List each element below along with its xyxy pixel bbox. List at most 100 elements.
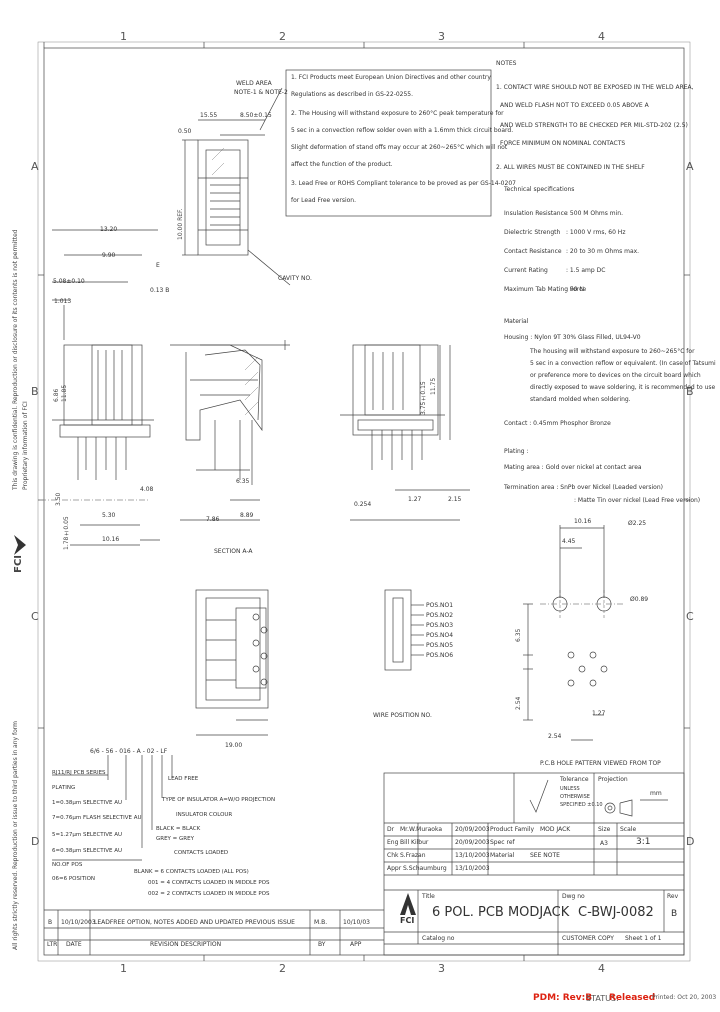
tech-spec-header: Technical specifications (504, 186, 575, 193)
part-legend-item: PLATING (52, 785, 76, 791)
dim-0-50: 0.50 (178, 128, 192, 135)
notes-line-5: Slight deformation of stand offs may occ… (291, 144, 508, 151)
dim-3-50: 3.50 (55, 492, 62, 506)
catalog-label: Catalog no (422, 935, 455, 942)
zone-top-3: 3 (438, 30, 445, 43)
part-legend-item: 1=0.38µm SELECTIVE AU (52, 800, 123, 806)
part-legend-item: 5=1.27µm SELECTIVE AU (52, 832, 123, 838)
tech-spec-value: : 90 N (566, 286, 584, 293)
plating-header: Plating : (504, 448, 529, 455)
wire-pos-3: POS.NO3 (426, 622, 454, 629)
dim-d2-25: Ø2.25 (628, 520, 647, 527)
wire-pos-4: POS.NO4 (426, 632, 454, 639)
plating-line-1: Mating area : Gold over nickel at contac… (504, 464, 642, 471)
margin-notice-bottom: All rights strictly reserved. Reproducti… (12, 721, 19, 950)
notes-line-8: for Lead Free version. (291, 197, 357, 204)
rev-letter: B (48, 919, 53, 926)
zone-top-2: 2 (279, 30, 286, 43)
mat-label: Material (490, 852, 515, 859)
part-legend-item: GREY = GREY (156, 836, 194, 842)
dim-e-label: E (156, 262, 160, 269)
dim-2-54-a: 2.54 (515, 696, 522, 710)
notes-right-3: AND WELD STRENGTH TO BE CHECKED PER MIL-… (500, 122, 688, 129)
dim-8-50: 8.50±0.15 (240, 112, 272, 119)
spec-label: Spec ref (490, 839, 515, 846)
part-legend-item: 001 = 4 CONTACTS LOADED IN MIDDLE POS (148, 880, 270, 886)
dr-label: Dr (387, 826, 395, 833)
unit-label: mm (650, 790, 662, 797)
dwg-value: C-BWJ-0082 (578, 905, 654, 920)
dim-4-45: 4.45 (562, 538, 576, 545)
zone-bottom-4: 4 (598, 962, 605, 975)
pf-value: MOD JACK (540, 826, 571, 833)
title-value: 6 POL. PCB MODJACK (432, 905, 570, 920)
material-line-2: The housing will withstand exposure to 2… (530, 348, 695, 355)
part-legend-item: LEAD FREE (168, 776, 199, 782)
tol-label: Tolerance (560, 776, 589, 783)
zone-right-d: D (686, 835, 695, 848)
dim-6-86: 6.86 (53, 388, 60, 402)
wire-pos-2: POS.NO2 (426, 612, 454, 619)
dim-1-78: 1.78±0.05 (63, 516, 70, 550)
tech-spec-value: : 500 M Ohms min. (566, 210, 623, 217)
dwg-label: Dwg no (562, 893, 585, 900)
margin-notice-top: This drawing is confidential. Reproducti… (12, 229, 19, 490)
part-code: 6/6 - 56 - 016 - A - 02 - LF (90, 748, 168, 755)
tech-spec-label: Insulation Resistance (504, 210, 568, 217)
rev-hdr-by: BY (318, 941, 326, 948)
part-legend-item: 06=6 POSITION (52, 876, 96, 882)
notes-right-5: 2. ALL WIRES MUST BE CONTAINED IN THE SH… (496, 164, 645, 171)
appr-name: S.Schaumburg (403, 865, 447, 872)
mat-value: SEE NOTE (530, 852, 560, 859)
wire-pos-5: POS.NO5 (426, 642, 454, 649)
dr-name: Mr.W.Muraoka (400, 826, 442, 833)
zone-right-c: C (686, 610, 694, 623)
dim-8-89: 8.89 (240, 512, 254, 519)
dim-5-30: 5.30 (102, 512, 116, 519)
margin-notice-mid: Proprietary information of FCI (22, 401, 29, 490)
notes-right-4: FORCE MINIMUM ON NOMINAL CONTACTS (500, 140, 626, 147)
fci-logo: FCI (400, 916, 415, 925)
part-legend-item: RJ11/RJ PCB SERIES (52, 770, 106, 776)
dim-13-20: 13.20 (100, 226, 118, 233)
tech-spec-label: Contact Resistance (504, 248, 562, 255)
notes-right-2: AND WELD FLASH NOT TO EXCEED 0.05 ABOVE … (500, 102, 649, 109)
rev-hdr-app: APP (350, 941, 362, 948)
scale-label: Scale (620, 826, 637, 833)
material-line-3: 5 sec in a convection reflow or equivale… (530, 360, 716, 367)
tol-line-2: OTHERWISE (560, 794, 590, 800)
part-legend-item: 7=0.76µm FLASH SELECTIVE AU (52, 815, 142, 821)
notes-right-1: 1. CONTACT WIRE SHOULD NOT BE EXPOSED IN… (496, 84, 694, 91)
dim-1-27-a: 1.27 (408, 496, 422, 503)
tech-spec-value: : 1000 V rms, 60 Hz (566, 229, 626, 236)
rev-hdr-desc: REVISION DESCRIPTION (150, 941, 222, 948)
dim-19-00: 19.00 (225, 742, 243, 749)
zone-left-a: A (31, 160, 39, 173)
dim-6-35: 6.35 (236, 478, 250, 485)
dim-4-08: 4.08 (140, 486, 154, 493)
tech-spec-value: : 1.5 amp DC (566, 267, 606, 274)
zone-top-1: 1 (120, 30, 127, 43)
dim-2-54-b: 2.54 (548, 733, 562, 740)
zone-right-b: B (686, 385, 694, 398)
dr-date: 20/09/2003 (455, 826, 490, 833)
notes-line-4: 5 sec in a convection reflow solder oven… (291, 127, 514, 134)
plating-line-2: Termination area : SnPb over Nickel (Lea… (504, 484, 663, 491)
rev-date: 10/10/2003 (61, 919, 96, 926)
material-line-6: standard molded when soldering. (530, 396, 631, 403)
eng-label: Eng (387, 839, 399, 846)
notes-line-2: Regulations as described in GS-22-0255. (291, 91, 414, 98)
dim-1-27-b: 1.27 (592, 710, 606, 717)
tech-spec-label: Maximum Tab Mating Force (504, 286, 587, 293)
dim-11-75: 11.75 (430, 377, 437, 395)
material-line-5: directly exposed to wave soldering, it i… (530, 384, 716, 391)
zone-left-d: D (31, 835, 40, 848)
part-legend-item: INSULATOR COLOUR (176, 812, 233, 818)
notes-header: NOTES (496, 60, 517, 67)
dim-10-00-ref: 10.00 REF. (177, 208, 184, 240)
part-legend-item: TYPE OF INSULATOR A=W/O PROJECTION (162, 797, 276, 803)
dim-0-254: 0.254 (354, 501, 372, 508)
wire-pos-1: POS.NO1 (426, 602, 454, 609)
chk-label: Chk (387, 852, 399, 859)
part-legend-item: 6=0.38µm SELECTIVE AU (52, 848, 123, 854)
